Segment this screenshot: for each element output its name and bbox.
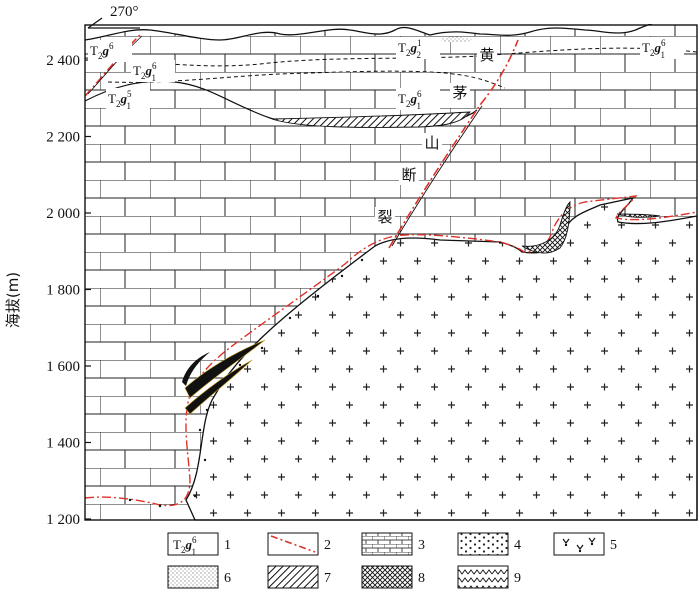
cross-hatch-body-2: [616, 213, 661, 218]
huangmaoshan-fault-black: [391, 105, 483, 247]
fault-name-char: 茅: [452, 84, 467, 102]
legend-swatch: [457, 532, 509, 556]
legend-swatch: [361, 532, 413, 556]
skarn-band: [128, 258, 364, 508]
section-frame: [84, 24, 698, 521]
legend-item-4: 4: [457, 532, 521, 556]
section-body: 270°: [84, 0, 698, 521]
ore-lens-2: [184, 359, 253, 415]
skarn-symbol: [562, 538, 570, 544]
legend-number: 4: [514, 538, 521, 553]
formation-boundary-2: [107, 70, 506, 89]
legend-number: 3: [418, 538, 425, 553]
fault-name-char: 山: [424, 134, 439, 152]
ore-lens-1: [184, 339, 266, 399]
legend-item-9: 9: [457, 565, 521, 589]
legend-swatch: [267, 532, 319, 556]
topographic-surface: [84, 16, 698, 41]
fault-name-char: 黄: [479, 46, 494, 64]
skarn-symbol: [576, 544, 584, 550]
legend-swatch: [167, 532, 219, 556]
orientation-label: 270°: [110, 4, 139, 20]
cross-hatch-body-1: [521, 200, 571, 254]
formation-label: T2g6: [90, 41, 114, 61]
legend-number: 6: [224, 571, 231, 586]
legend-number: 2: [324, 538, 331, 553]
legend-item-2: 2: [267, 532, 331, 556]
fault-name-char: 裂: [377, 208, 392, 226]
y-axis-title: 海拔(m): [4, 272, 22, 328]
fault-name-char: 断: [401, 166, 416, 184]
y-axis: 海拔(m) 2 400 2 200 2 000 1 800 1 600 1 400 1 20…: [4, 53, 91, 528]
legend-swatch: [361, 565, 413, 589]
legend-swatch: [167, 565, 219, 589]
legend-item-5: 5: [553, 532, 617, 556]
legend-item-3: 3: [361, 532, 425, 556]
y-tick-label: 1 400: [46, 436, 80, 452]
granite-contact-fault: [84, 195, 698, 507]
formation-code: T2g6: [90, 41, 114, 61]
legend-number: 8: [418, 571, 425, 586]
skarn-symbol: [588, 537, 596, 543]
y-tick-label: 1 200: [46, 512, 80, 528]
y-tick-label: 1 800: [46, 283, 80, 299]
legend-item-8: 8: [361, 565, 425, 589]
legend-number: 7: [324, 571, 331, 586]
legend-number: 5: [610, 538, 617, 553]
stipple-patch: [438, 36, 475, 43]
legend-swatch: [553, 532, 605, 556]
legend-item-7: 7: [267, 565, 331, 589]
y-tick-label: 2 400: [46, 53, 80, 69]
legend-swatch: [267, 565, 319, 589]
legend-swatch: [457, 565, 509, 589]
orientation-arrow: 270°: [87, 4, 140, 29]
legend-number: 9: [514, 571, 521, 586]
legend-item-6: 6: [167, 565, 231, 589]
y-tick-label: 1 600: [46, 359, 80, 375]
y-tick-label: 2 000: [46, 206, 80, 222]
upper-left-fault: [84, 34, 141, 97]
formation-boundary-1: [84, 47, 698, 67]
legend-number: 1: [224, 538, 231, 553]
ore-body-hatch: [271, 111, 471, 128]
ore-lens-3: [182, 352, 210, 386]
y-tick-label: 2 200: [46, 130, 80, 146]
upper-left-fault-black: [87, 35, 143, 95]
